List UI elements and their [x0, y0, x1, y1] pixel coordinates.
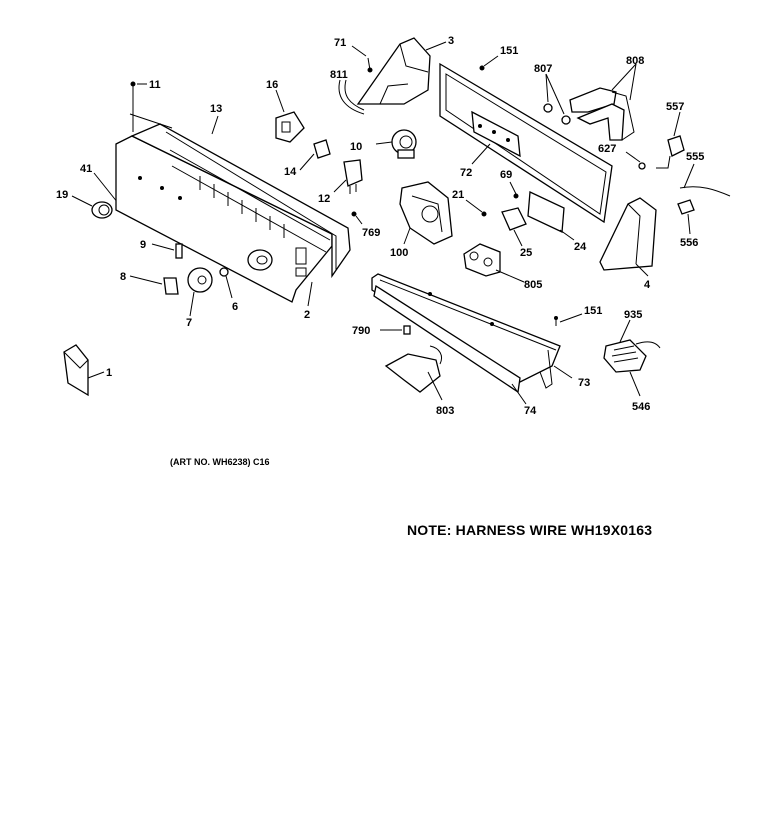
part-labels: 1 2 3 4 6 7 8 9 10 11 12 13 14 16 19 21 …	[56, 35, 704, 417]
label-790: 790	[352, 325, 370, 337]
part-14-bracket	[299, 139, 331, 171]
part-1-manual	[63, 344, 105, 397]
label-557: 557	[666, 101, 684, 113]
label-769: 769	[362, 227, 380, 239]
part-72-backsplash	[439, 62, 613, 224]
label-151-top: 151	[500, 45, 518, 57]
label-807: 807	[534, 63, 552, 75]
label-12: 12	[318, 193, 330, 205]
harness-note: NOTE: HARNESS WIRE WH19X0163	[407, 522, 653, 538]
part-21-screw	[465, 199, 487, 217]
label-4: 4	[644, 279, 651, 291]
part-19-knob	[71, 172, 123, 219]
label-11: 11	[149, 79, 161, 91]
part-557-valve	[656, 111, 685, 169]
label-13: 13	[210, 103, 222, 115]
label-25: 25	[520, 247, 532, 259]
label-151-lower: 151	[584, 305, 602, 317]
art-number: (ART NO. WH6238) C16	[170, 457, 270, 467]
label-811: 811	[330, 69, 348, 81]
label-72: 72	[460, 167, 472, 179]
part-769-screw	[351, 211, 363, 225]
part-151-screw-top	[479, 55, 499, 71]
label-14: 14	[284, 166, 297, 178]
label-546: 546	[632, 401, 650, 413]
label-16: 16	[266, 79, 278, 91]
label-627: 627	[598, 143, 616, 155]
part-807-808-hoses	[543, 63, 637, 141]
label-69: 69	[500, 169, 512, 181]
label-935: 935	[624, 309, 642, 321]
part-16-switch	[275, 89, 305, 143]
part-790-clip	[380, 325, 411, 335]
label-21: 21	[452, 189, 464, 201]
part-9-8-7-6	[129, 243, 233, 317]
label-2: 2	[304, 309, 310, 321]
label-555: 555	[686, 151, 704, 163]
part-73-74-rear-panel	[371, 273, 573, 405]
label-24: 24	[574, 241, 587, 253]
part-100-timer	[399, 181, 453, 245]
part-803-drain-hose-bracket	[384, 345, 443, 401]
label-19: 19	[56, 189, 68, 201]
part-4-bracket	[599, 197, 657, 277]
label-808: 808	[626, 55, 644, 67]
label-100: 100	[390, 247, 408, 259]
label-803: 803	[436, 405, 454, 417]
part-627-clip	[625, 151, 646, 170]
part-10-pressure-switch	[375, 129, 417, 159]
label-805: 805	[524, 279, 542, 291]
part-13-control-panel	[115, 113, 351, 307]
label-7: 7	[186, 317, 192, 329]
label-3: 3	[448, 35, 454, 47]
part-151-screw-lower	[554, 313, 583, 326]
part-69-screw	[509, 181, 519, 199]
label-73: 73	[578, 377, 590, 389]
label-41: 41	[80, 163, 92, 175]
part-25-block	[501, 207, 527, 247]
label-9: 9	[140, 239, 146, 251]
label-10: 10	[350, 141, 362, 153]
part-11-screw	[130, 81, 147, 132]
label-71: 71	[334, 37, 346, 49]
part-71-811-3	[338, 37, 447, 115]
label-74: 74	[524, 405, 537, 417]
part-555-556-wire	[677, 163, 731, 235]
label-556: 556	[680, 237, 698, 249]
label-8: 8	[120, 271, 126, 283]
part-24-plate	[527, 191, 575, 241]
label-6: 6	[232, 301, 238, 313]
part-12-switch	[333, 159, 363, 194]
label-1: 1	[106, 367, 112, 379]
part-805-mixing-valve	[463, 243, 525, 283]
part-935-546-harness	[603, 319, 661, 397]
